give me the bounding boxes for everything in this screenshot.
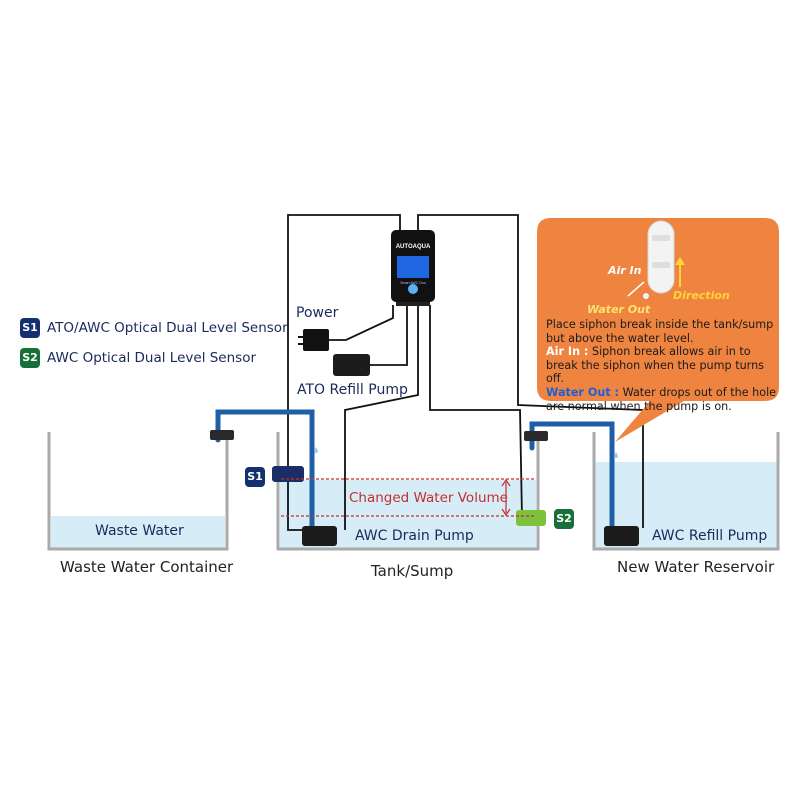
drain-hose-clip: [210, 430, 234, 440]
drain-pump-label: AWC Drain Pump: [355, 528, 474, 544]
controller-model: Smart AWC Duo: [400, 281, 426, 285]
volume-arrow-head-up: [501, 478, 511, 487]
sensor-badge-s2: S2: [554, 509, 574, 529]
sensor-badge-s1: S1: [245, 467, 265, 487]
legend-text-s2: AWC Optical Dual Level Sensor: [47, 350, 257, 366]
callout-air-in-title: Air In :: [546, 345, 589, 359]
legend-badge-s1: S1: [20, 318, 40, 338]
drip-left: [314, 447, 318, 453]
waste-container-label: Waste Water Container: [60, 558, 234, 576]
refill-hose-clip: [524, 431, 548, 441]
waste-container-outline: [47, 432, 229, 551]
drip-right: [614, 452, 618, 458]
legend-item-s1: S1 ATO/AWC Optical Dual Level Sensor: [20, 318, 288, 338]
legend-badge-s2: S2: [20, 348, 40, 368]
power-adapter: [298, 329, 329, 351]
volume-arrow-head-down: [501, 508, 511, 517]
callout-text: Place siphon break inside the tank/sump …: [546, 318, 778, 413]
reservoir-outline: [592, 432, 780, 551]
ato-refill-pump: [333, 354, 370, 376]
callout-air-in-text: Siphon break allows air in to break the …: [546, 345, 764, 386]
cables: [287, 214, 644, 531]
water-drop: [643, 293, 649, 299]
power-label: Power: [296, 305, 339, 321]
waste-water-label: Waste Water: [95, 523, 184, 539]
callout-box: [537, 218, 779, 442]
changed-volume-label: Changed Water Volume: [349, 490, 508, 506]
tank-outline: [276, 432, 540, 551]
sensor-s2: [516, 510, 546, 526]
ato-pump-label: ATO Refill Pump: [297, 382, 408, 398]
drain-hose: [215, 409, 315, 531]
callout-water-out-label: Water Out: [587, 303, 651, 316]
tank-label: Tank/Sump: [371, 562, 454, 580]
callout-water-out-title: Water Out :: [546, 385, 620, 399]
siphon-break-device: [647, 220, 675, 294]
reservoir-label: New Water Reservoir: [617, 558, 775, 576]
waste-water: [51, 516, 225, 548]
refill-pump: [604, 526, 639, 546]
callout-air-in-label: Air In: [608, 264, 642, 277]
sensor-s1: [272, 466, 304, 482]
callout-direction-label: Direction: [673, 289, 730, 302]
legend-text-s1: ATO/AWC Optical Dual Level Sensor: [47, 320, 288, 336]
refill-pump-label: AWC Refill Pump: [652, 528, 768, 544]
callout-intro: Place siphon break inside the tank/sump …: [546, 318, 774, 345]
direction-arrow-head: [675, 257, 685, 265]
drain-pump: [302, 526, 337, 546]
air-in-arrow: [627, 281, 645, 297]
legend-item-s2: S2 AWC Optical Dual Level Sensor: [20, 348, 256, 368]
callout-water-out-text: Water drops out of the hole are normal w…: [546, 385, 777, 413]
controller-brand: AUTOAQUA: [396, 244, 431, 250]
controller: [391, 230, 435, 306]
